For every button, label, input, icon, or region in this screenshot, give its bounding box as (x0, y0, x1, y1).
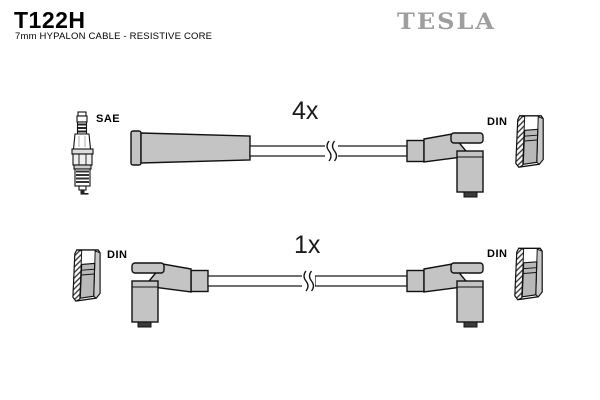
sae-connector-label: SAE (96, 113, 121, 125)
din-terminal-cross-section-icon (514, 247, 543, 301)
din-connector-label-bottom-right: DIN (487, 248, 508, 260)
cable-assembly-bottom-drawing (72, 247, 543, 328)
tesla-logo: TESLA (397, 8, 496, 35)
product-description: 7mm HYPALON CABLE - RESISTIVE CORE (15, 31, 213, 42)
angled-90deg-boot-icon (406, 132, 484, 198)
angled-90deg-boot-icon (131, 262, 209, 328)
quantity-label-top: 4x (292, 97, 319, 125)
spark-plug-icon (71, 111, 94, 195)
part-number-title: T122H (14, 7, 86, 33)
din-connector-label-top-right: DIN (487, 116, 508, 128)
cable-line (207, 269, 408, 293)
cable-break-icon (302, 269, 315, 293)
angled-90deg-boot-icon (406, 262, 484, 328)
quantity-label-bottom: 1x (294, 231, 321, 259)
cable-break-icon (325, 139, 338, 163)
cable-line (249, 139, 408, 163)
straight-boot-icon (130, 130, 251, 166)
din-terminal-cross-section-icon (515, 115, 544, 168)
cable-assembly-top-drawing (71, 111, 544, 198)
din-connector-label-bottom-left: DIN (107, 249, 128, 261)
din-terminal-cross-section-icon (72, 249, 101, 302)
